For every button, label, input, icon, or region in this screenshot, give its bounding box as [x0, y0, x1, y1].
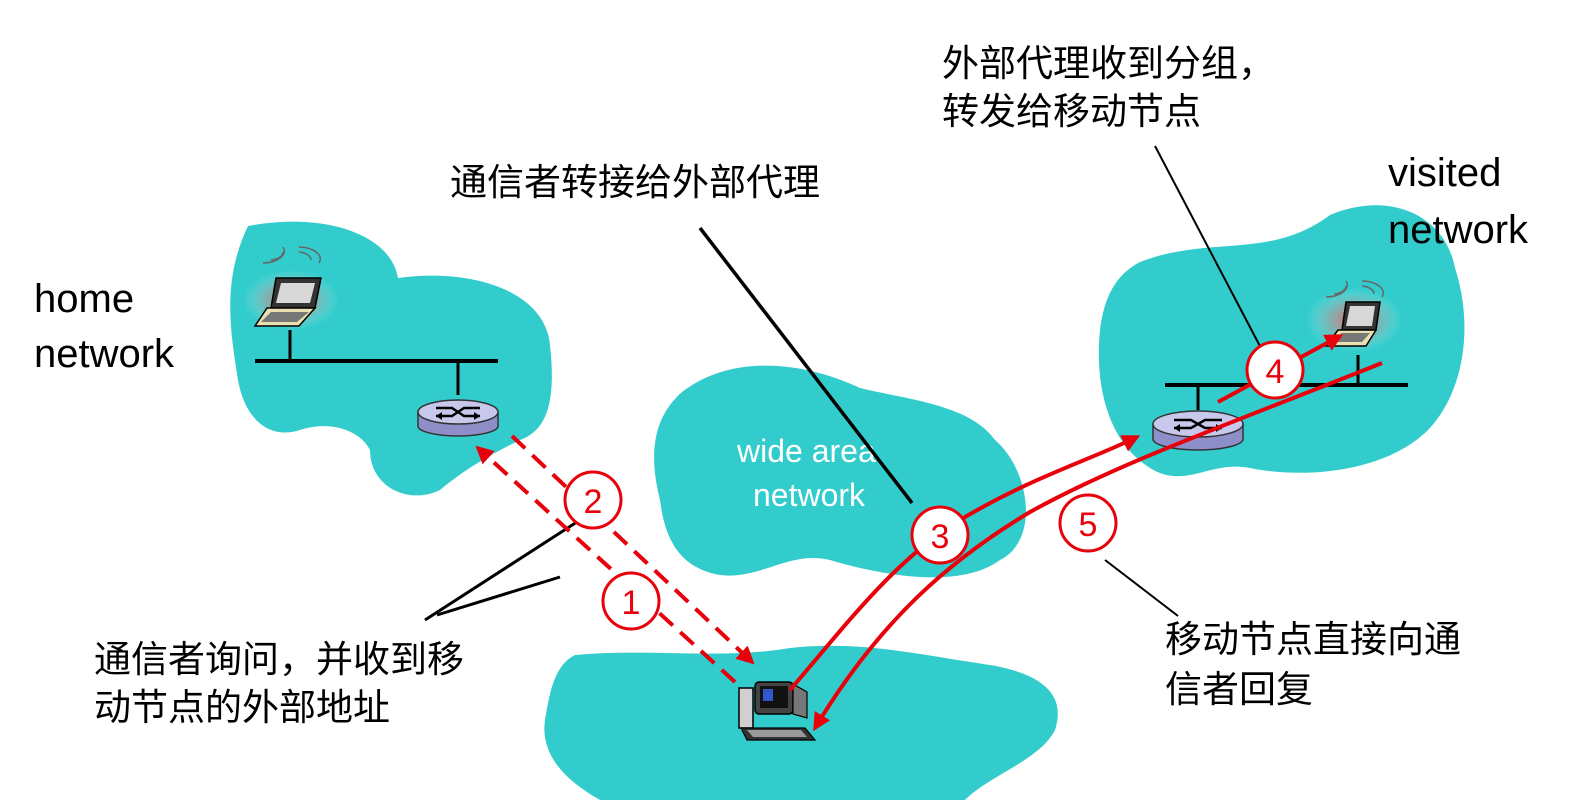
visited-network-label: visited — [1388, 151, 1501, 195]
svg-text:2: 2 — [584, 483, 603, 521]
fa-forward-leader — [1154, 145, 1263, 351]
svg-text:5: 5 — [1079, 506, 1098, 544]
home-router-icon — [417, 399, 499, 437]
direct-reply-annotation-2: 信者回复 — [1165, 668, 1313, 711]
query-annotation-2: 动节点的外部地址 — [94, 686, 390, 729]
correspondent-network-cloud — [544, 645, 1058, 800]
direct-reply-annotation: 移动节点直接向通 — [1165, 618, 1461, 661]
home-network-cloud — [230, 221, 552, 496]
correspondent-computer-icon — [738, 681, 817, 741]
correspondent-to-fa-leader — [698, 226, 914, 505]
query-annotation: 通信者询问，并收到移 — [94, 638, 464, 681]
correspondent-to-fa-annotation: 通信者转接给外部代理 — [450, 161, 820, 204]
visited-network-cloud — [1098, 205, 1465, 477]
wan-label-2: network — [753, 477, 866, 513]
svg-text:3: 3 — [931, 518, 950, 556]
step-5-badge: 5 — [1058, 493, 1118, 553]
fa-forward-annotation-2: 转发给移动节点 — [942, 90, 1201, 133]
wan-label: wide area — [736, 433, 876, 469]
wan-cloud — [654, 365, 1026, 578]
step-3-badge: 3 — [910, 505, 970, 565]
query-leader-1 — [424, 518, 581, 622]
home-network-label-2: network — [34, 332, 175, 376]
step-5-arrow — [813, 361, 1383, 732]
svg-text:1: 1 — [622, 584, 641, 622]
step-1-badge: 1 — [601, 571, 661, 631]
query-leader-2 — [436, 575, 561, 617]
visited-router-icon — [1152, 410, 1244, 451]
step-4-badge: 4 — [1245, 340, 1305, 400]
direct-reply-leader — [1104, 559, 1179, 617]
step-2-badge: 2 — [563, 470, 623, 530]
fa-forward-annotation: 外部代理收到分组， — [942, 42, 1275, 85]
svg-text:4: 4 — [1266, 353, 1285, 391]
visited-network-label-2: network — [1388, 208, 1529, 252]
home-network-label: home — [34, 277, 134, 321]
step-2-arrow — [475, 445, 737, 684]
home-laptop-icon — [243, 246, 339, 330]
